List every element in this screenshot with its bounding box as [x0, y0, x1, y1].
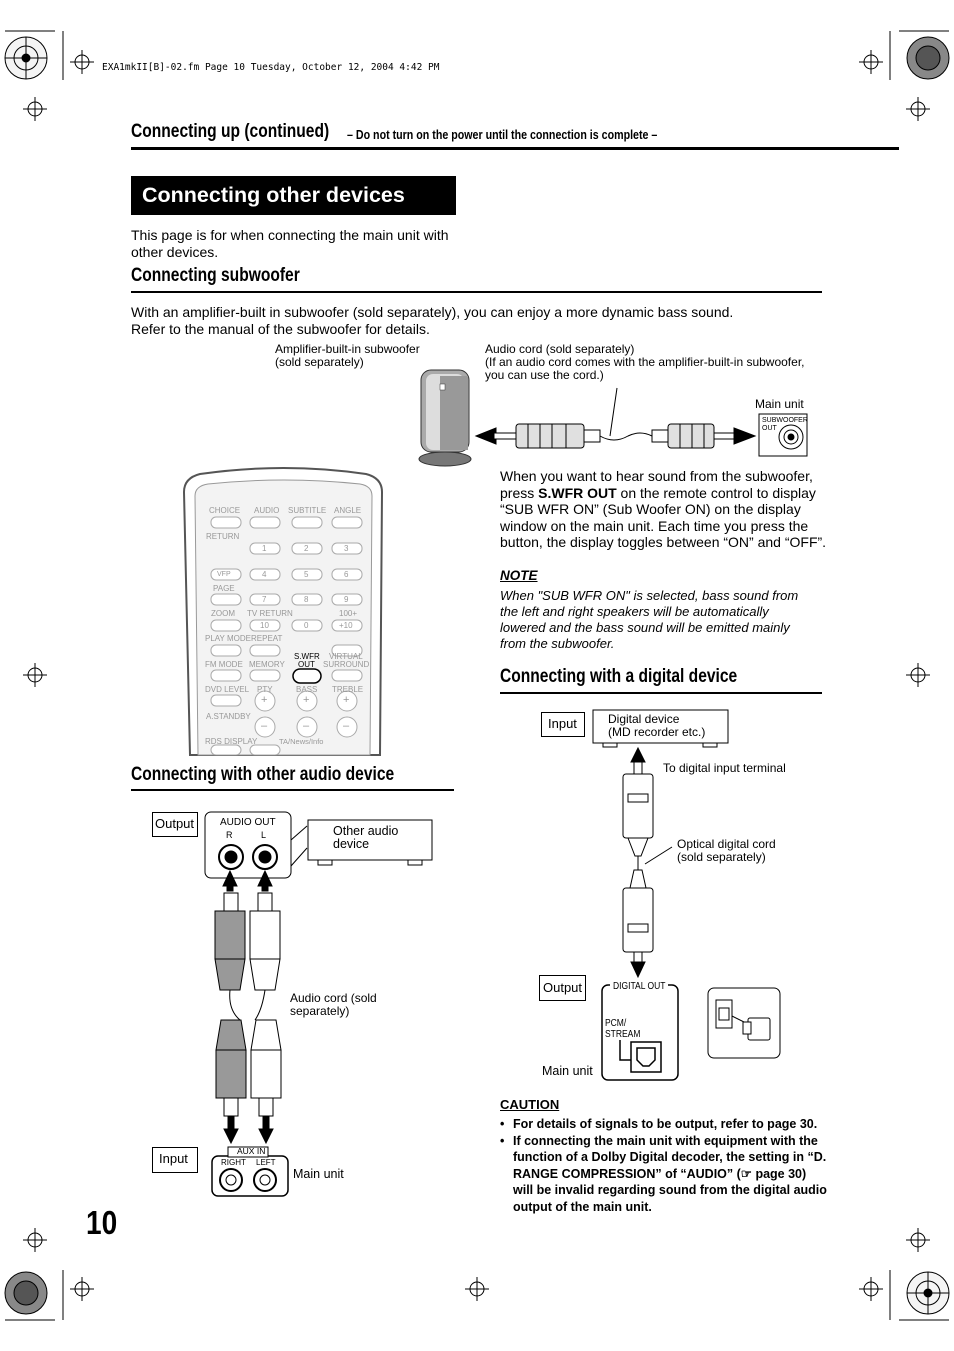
aux-left-label: LEFT	[256, 1158, 276, 1167]
digital-rule	[500, 692, 822, 694]
audio-cord-label-2: Audio cord (sold separately)	[290, 991, 377, 1018]
remote-label-tv-return: TV RETURN	[247, 609, 293, 618]
remote-label-fm-mode: FM MODE	[205, 660, 243, 669]
page-header-subtitle: – Do not turn on the power until the con…	[347, 127, 658, 142]
remote-label-virtual: VIRTUAL	[329, 652, 363, 661]
note-title: NOTE	[500, 568, 538, 583]
remote-label-minus-2: –	[303, 720, 310, 732]
remote-label-6: 6	[344, 570, 349, 579]
remote-label-swfr-out: OUT	[298, 660, 315, 669]
remote-label-repeat: REPEAT	[251, 634, 283, 643]
remote-label-choice: CHOICE	[209, 506, 241, 515]
remote-label-page: PAGE	[213, 584, 235, 593]
subwoofer-illustration	[418, 369, 472, 467]
audio-out-panel-label: AUDIO OUT	[220, 817, 276, 828]
remote-label-minus-1: –	[261, 720, 268, 732]
remote-label-memory: MEMORY	[249, 660, 285, 669]
remote-label-pty: PTY	[257, 685, 273, 694]
subwoofer-heading: Connecting subwoofer	[131, 265, 300, 286]
remote-label-plus10: +10	[339, 621, 353, 630]
audio-cord-label: Audio cord (sold separately) (If an audi…	[485, 342, 805, 382]
remote-label-10: 10	[260, 621, 269, 630]
digital-device-label: Digital device (MD recorder etc.)	[608, 712, 706, 739]
optical-cord-label: Optical digital cord (sold separately)	[677, 837, 776, 864]
other-audio-device-label: Other audio device	[333, 824, 399, 851]
remote-label-zoom: ZOOM	[211, 609, 235, 618]
swfr-out-key: S.WFR OUT	[538, 484, 617, 501]
audio-input-box: Input	[152, 1147, 198, 1173]
remote-label-ta-news-info: TA/News/Info	[279, 737, 324, 746]
caution-title: CAUTION	[500, 1097, 560, 1112]
remote-label-minus-3: –	[343, 720, 350, 732]
remote-label-treble: TREBLE	[332, 685, 364, 694]
remote-label-4: 4	[262, 570, 267, 579]
digital-terminal-label: To digital input terminal	[663, 761, 786, 775]
subwoofer-out-jack-label: SUBWOOFER OUT	[762, 417, 808, 432]
remote-label-a-standby: A.STANDBY	[206, 712, 251, 721]
remote-label-1: 1	[262, 544, 267, 553]
audio-output-box: Output	[152, 812, 198, 837]
digital-out-panel-label: DIGITAL OUT	[613, 981, 666, 992]
remote-label-plus-2: +	[303, 694, 310, 706]
digital-heading: Connecting with a digital device	[500, 666, 738, 687]
subwoofer-label: Amplifier-built-in subwoofer (sold separ…	[275, 342, 420, 369]
remote-label-audio: AUDIO	[254, 506, 280, 515]
remote-label-vfp: VFP	[217, 571, 231, 578]
aux-right-label: RIGHT	[221, 1158, 246, 1167]
remote-label-dvd-level: DVD LEVEL	[205, 685, 250, 694]
aux-in-label: AUX IN	[237, 1146, 266, 1156]
caution-item: If connecting the main unit with equipme…	[500, 1133, 828, 1216]
caution-item: For details of signals to be output, ref…	[500, 1116, 828, 1133]
audio-main-unit-label: Main unit	[293, 1167, 344, 1181]
remote-label-return: RETURN	[206, 532, 240, 541]
remote-label-swfr: S.WFR	[294, 652, 320, 661]
subwoofer-cord	[474, 387, 757, 449]
digital-output-box: Output	[539, 975, 586, 1001]
digital-input-box: Input	[541, 712, 585, 737]
remote-label-angle: ANGLE	[334, 506, 362, 515]
subwoofer-description: When you want to hear sound from the sub…	[500, 468, 827, 550]
remote-label-3: 3	[344, 544, 349, 553]
remote-label-7: 7	[262, 595, 267, 604]
digital-main-unit-label: Main unit	[542, 1064, 593, 1078]
remote-label-2: 2	[304, 544, 309, 553]
remote-label-plus-3: +	[343, 694, 350, 706]
subwoofer-text: With an amplifier-built in subwoofer (so…	[131, 304, 734, 337]
remote-label-play-mode: PLAY MODE	[205, 634, 251, 643]
remote-label-9: 9	[344, 595, 349, 604]
audio-rule	[131, 789, 454, 791]
pcm-stream-label: PCM/ STREAM	[605, 1018, 641, 1040]
remote-label-8: 8	[304, 595, 309, 604]
caution-list: For details of signals to be output, ref…	[500, 1116, 828, 1215]
remote-label-0: 0	[304, 621, 309, 630]
page-number: 10	[86, 1204, 118, 1241]
page-header-title: Connecting up (continued)	[131, 121, 330, 142]
file-header: EXA1mkII[B]-02.fm Page 10 Tuesday, Octob…	[102, 62, 440, 73]
main-unit-label: Main unit	[755, 397, 804, 411]
audio-heading: Connecting with other audio device	[131, 764, 395, 785]
remote-label-subtitle: SUBTITLE	[288, 506, 327, 515]
remote-label-bass: BASS	[296, 685, 318, 694]
header-rule	[131, 147, 899, 150]
remote-label-5: 5	[304, 570, 309, 579]
section-intro: This page is for when connecting the mai…	[131, 227, 449, 260]
audio-out-l-label: L	[261, 830, 267, 840]
remote-label-surround: SURROUND	[323, 660, 370, 669]
remote-label-100plus: 100+	[339, 609, 358, 618]
section-title: Connecting other devices	[142, 183, 405, 207]
remote-label-rds-display: RDS DISPLAY	[205, 737, 258, 746]
remote-label-plus-1: +	[261, 694, 268, 706]
section-title-banner: Connecting other devices	[131, 176, 456, 215]
audio-out-r-label: R	[226, 830, 233, 840]
subwoofer-rule	[131, 291, 822, 293]
note-text: When "SUB WFR ON" is selected, bass soun…	[500, 588, 799, 651]
